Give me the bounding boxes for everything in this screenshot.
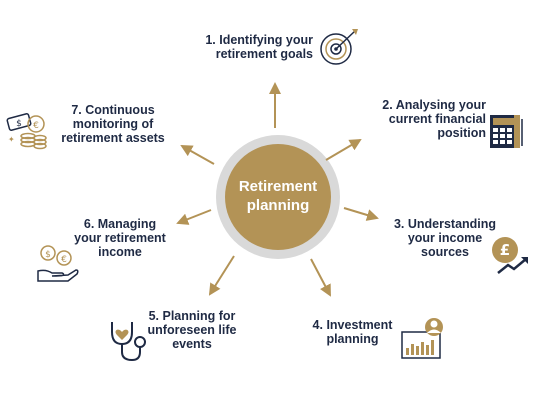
svg-text:✦: ✦ — [8, 135, 15, 144]
calculator-icon — [490, 115, 523, 148]
svg-text:£: £ — [500, 241, 510, 259]
money-coins-icon: $ € ✦ — [6, 113, 47, 150]
center-circle — [225, 144, 331, 250]
step-1-label: 1. Identifying your retirement goals — [205, 33, 313, 61]
arrow-to-step-7 — [180, 145, 215, 165]
step-3-label: 3. Understanding your income sources — [393, 217, 497, 259]
arrow-to-step-5 — [208, 255, 235, 296]
arrow-to-step-3 — [343, 207, 379, 221]
investor-chart-icon — [401, 318, 443, 359]
center-label: Retirement planning — [238, 178, 318, 214]
svg-text:$: $ — [45, 250, 51, 260]
hand-coins-icon: $ € — [37, 245, 79, 282]
step-5-label: 5. Planning for unforeseen life events — [147, 309, 237, 351]
arrow-to-step-4 — [310, 258, 331, 297]
svg-text:$: $ — [16, 119, 22, 129]
target-icon — [320, 29, 358, 65]
step-6-label: 6. Managing your retirement income — [74, 217, 166, 259]
step-7-label: 7. Continuous monitoring of retirement a… — [61, 103, 165, 145]
svg-text:€: € — [33, 121, 39, 131]
step-4-label: 4. Investment planning — [312, 318, 393, 346]
stethoscope-icon — [111, 322, 146, 362]
step-2-label: 2. Analysing your current financial posi… — [382, 98, 486, 140]
arrow-to-step-2 — [325, 138, 362, 161]
pound-growth-icon: £ — [492, 237, 528, 274]
arrow-to-step-6 — [176, 209, 212, 225]
svg-text:€: € — [61, 255, 67, 265]
